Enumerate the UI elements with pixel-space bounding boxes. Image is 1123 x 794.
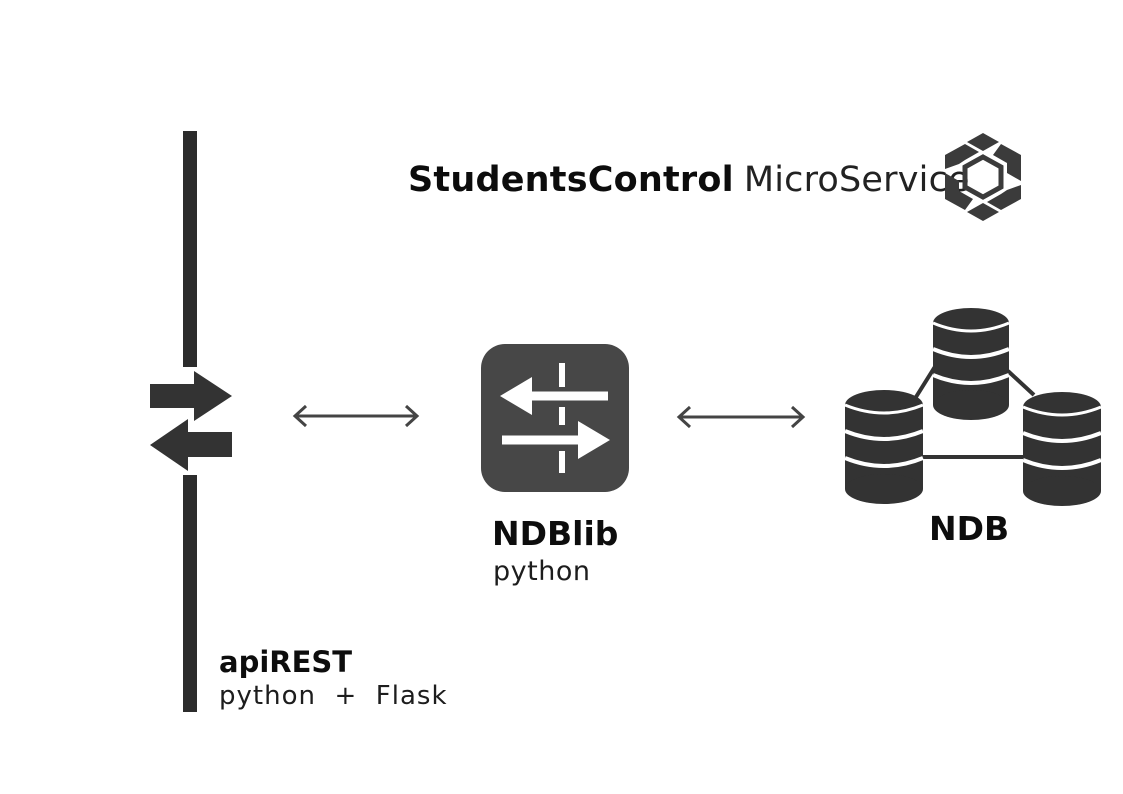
transfer-arrows-icon xyxy=(481,344,629,492)
api-label: apiREST xyxy=(219,645,353,679)
api-sublabel: python + Flask xyxy=(219,681,448,711)
ndb-label: NDB xyxy=(929,509,1010,548)
title-service-type: MicroService xyxy=(743,160,970,200)
api-boundary-bar-top xyxy=(183,131,197,367)
double-arrow-icon xyxy=(676,405,806,429)
database-right xyxy=(1022,392,1102,506)
database-top xyxy=(932,308,1010,420)
title-service-name: StudentsControl xyxy=(408,160,734,200)
database-cluster-icon xyxy=(844,308,1102,506)
database-left xyxy=(844,390,924,504)
double-arrow-icon xyxy=(292,404,420,428)
swap-arrows-icon xyxy=(150,371,232,471)
ndblib-label: NDBlib xyxy=(492,514,619,553)
ndblib-sublabel: python xyxy=(493,556,591,587)
hexagon-rotation-logo-icon xyxy=(945,133,1021,221)
api-boundary-bar-bottom xyxy=(183,475,197,712)
